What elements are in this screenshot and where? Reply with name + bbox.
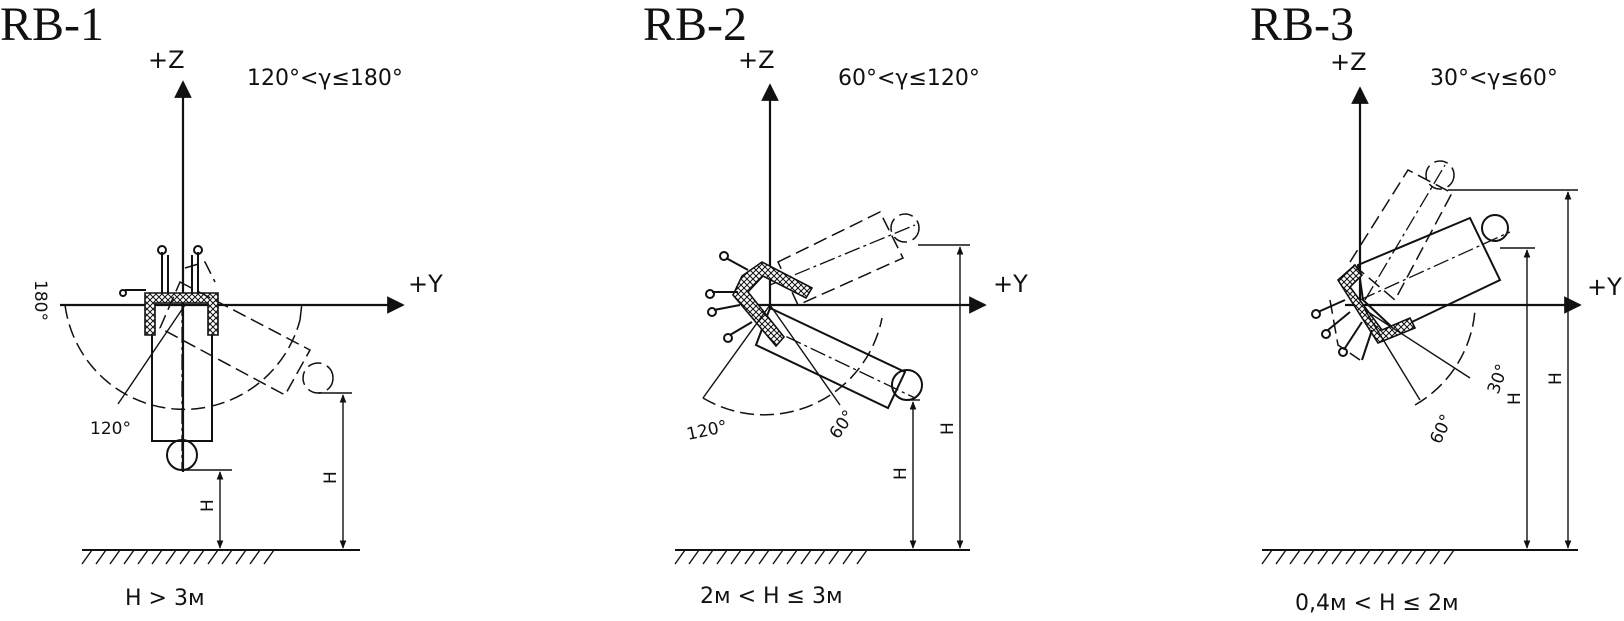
ground-hatch [674, 549, 970, 565]
mounting-clamp [1336, 263, 1417, 344]
rotation-arc [64, 304, 301, 411]
tilted-body-outline [1349, 160, 1455, 302]
diagram-rb-3: RB-3 +Z +Y 30°<γ≤60° 3 [1250, 0, 1622, 616]
angle-label-60: 60° [826, 407, 860, 443]
angle-label-120: 120° [90, 419, 131, 439]
diagram-title: RB-3 [1250, 0, 1354, 51]
dimension-label: H [1505, 392, 1525, 405]
rotation-arc [1414, 309, 1476, 406]
rotation-arc [702, 317, 883, 416]
dimension-label: H [938, 422, 958, 435]
y-axis-label: +Y [408, 270, 443, 298]
diagram-rb-1: RB-1 +Z +Y 120°<γ≤180° 180° [0, 0, 443, 611]
angle-label-120: 120° [685, 417, 729, 445]
mounting-bolts [1311, 299, 1373, 361]
angle-label-180: 180° [30, 280, 50, 321]
ground-hatch [81, 549, 360, 565]
ground-hatch [1261, 549, 1578, 565]
height-condition: 0,4м < H ≤ 2м [1295, 591, 1459, 616]
mounting-clamp [732, 261, 814, 348]
angle-condition: 60°<γ≤120° [838, 66, 980, 91]
dimension-label: H [198, 499, 218, 512]
tilted-body-outline [159, 261, 334, 397]
diagram-title: RB-1 [0, 0, 104, 51]
z-axis-label: +Z [738, 46, 775, 74]
mounting-clamp [144, 292, 219, 336]
angle-label-60: 60° [1426, 411, 1457, 447]
dimension-label: H [1546, 372, 1566, 385]
dimension-label: H [321, 471, 341, 484]
angle-condition: 30°<γ≤60° [1430, 66, 1558, 91]
sensor-body [754, 306, 923, 410]
z-axis-label: +Z [1330, 48, 1367, 76]
height-condition: H > 3м [125, 586, 205, 611]
tilted-body-outline [769, 210, 920, 306]
mounting-bolts [705, 251, 753, 343]
y-axis-label: +Y [993, 270, 1028, 298]
dimension-label: H [891, 467, 911, 480]
angle-condition: 120°<γ≤180° [247, 66, 403, 91]
height-condition: 2м < H ≤ 3м [700, 584, 843, 609]
y-axis-label: +Y [1587, 273, 1622, 301]
diagram-title: RB-2 [643, 0, 747, 51]
mounting-bolts [119, 245, 203, 297]
diagram-rb-2: RB-2 +Z +Y 60°<γ≤120° 120° [643, 0, 1028, 609]
angle-label-30: 30° [1484, 362, 1513, 397]
z-axis-label: +Z [148, 46, 185, 74]
